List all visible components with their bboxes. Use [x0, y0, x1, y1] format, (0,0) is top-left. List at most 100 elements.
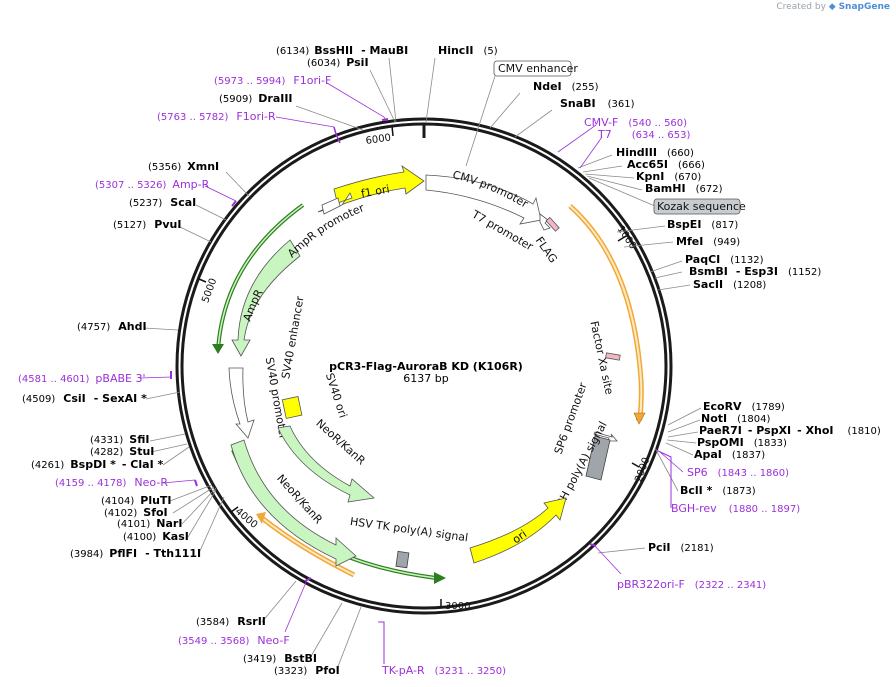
kozak-leader	[588, 177, 656, 207]
orange-cds-arrowhead	[633, 412, 646, 425]
enzyme-bspdi: (4261)BspDI *- ClaI *	[31, 458, 163, 471]
ampr-promoter-body	[321, 197, 341, 215]
enzyme-sacii: SacII(1208)	[693, 278, 766, 291]
enzyme-mfei: MfeI(949)	[676, 235, 740, 248]
enzyme-ahdi: (4757)AhdI	[77, 320, 147, 333]
enzyme-hincii: HincII(5)	[438, 44, 498, 57]
enzyme-sfii: (4331)SfiI	[90, 433, 149, 446]
sv40-enhancer-label: SV40 enhancer	[279, 295, 306, 380]
enzyme-sfoi: (4102)SfoI	[104, 506, 168, 519]
neor-inner-arrow	[277, 425, 375, 503]
boxed-labels: CMV enhancer Kozak sequence	[465, 60, 746, 215]
primer-bgh-rev: BGH-rev(1880 .. 1897)	[671, 502, 800, 515]
enzyme-noti: NotI(1804)	[701, 412, 770, 425]
enzyme-kasi: (4100)KasI	[123, 530, 189, 543]
neor-inner-label: NeoR/KanR	[313, 417, 368, 468]
enzyme-pspomi: PspOMI(1833)	[697, 436, 787, 449]
sv40-promoter-arrow	[228, 367, 255, 439]
enzyme-pluti: (4104)PluTI	[101, 494, 172, 507]
primer-labels: (5973 .. 5994)F1ori-F (5763 .. 5782)F1or…	[18, 74, 800, 677]
enzyme-nari: (4101)NarI	[117, 517, 182, 530]
cmv-enhancer-box	[493, 60, 572, 77]
enzyme-bsshii: (6134)BssHII- MauBI	[276, 44, 408, 57]
enzyme-bcli: BclI *(1873)	[680, 484, 756, 497]
enzyme-pflfi: (3984)PflFI- Tth111I	[70, 547, 201, 560]
backbone	[175, 117, 673, 615]
tk-pa-r-mark	[378, 621, 385, 664]
primer-cmv-f: CMV-F(540 .. 560)	[584, 116, 687, 129]
enzyme-ecorv: EcoRV(1789)	[703, 400, 785, 413]
map-size: 6137 bp	[403, 372, 448, 385]
tick-mark-5000	[198, 278, 207, 283]
sp6-promoter-arrow	[593, 431, 618, 442]
enzyme-kpni: KpnI(670)	[636, 170, 701, 183]
cmv-enhancer-leader	[465, 75, 496, 167]
bgh-rev-mark	[655, 449, 672, 508]
bgh-polya-box	[585, 435, 611, 481]
cmv-promoter-arrow	[425, 174, 542, 225]
enzyme-psii: (6034)PsiI	[307, 56, 369, 69]
flag-label: FLAG	[533, 234, 560, 265]
primer-amp-r: (5307 .. 5326)Amp-R	[95, 178, 210, 191]
factor-xa-box	[605, 352, 621, 361]
enzyme-labels: (6134)BssHII- MauBI (6034)PsiI HincII(5)…	[22, 44, 881, 677]
orange-left-arrowhead	[256, 512, 266, 524]
primer-tk-pa-r: TK-pA-R(3231 .. 3250)	[381, 664, 506, 677]
snapgene-logo-icon: ◆	[828, 2, 836, 12]
hsv-tk-polya-box	[395, 550, 410, 569]
dark-green-left-arrow-core	[217, 204, 304, 351]
enzyme-pvui: (5127)PvuI	[113, 218, 181, 231]
f1-ori-label: f1 ori	[360, 183, 391, 201]
primer-t7: T7(634 .. 653)	[597, 128, 691, 141]
primer-neo-r: (4159 .. 4178)Neo-R	[55, 476, 168, 489]
map-title-group: pCR3-Flag-AuroraB KD (K106R) 6137 bp	[329, 360, 523, 385]
cmv-enhancer-label: CMV enhancer	[498, 62, 578, 75]
enzyme-bamhi: BamHI(672)	[645, 182, 723, 195]
enzyme-xmni: (5356)XmnI	[148, 160, 219, 173]
kozak-box	[653, 198, 741, 215]
kozak-label: Kozak sequence	[657, 200, 746, 213]
neo-f-mark	[304, 577, 312, 582]
neor-outer-arrow	[230, 439, 357, 567]
orange-left-arrow-core	[261, 517, 355, 576]
tick-mark-2000	[631, 462, 640, 468]
enzyme-acc65i: Acc65I(666)	[627, 158, 705, 171]
tick-mark-1000	[617, 235, 627, 242]
snapgene-credit: Created by ◆ SnapGene	[776, 2, 890, 12]
enzyme-stui: (4282)StuI	[90, 445, 154, 458]
enzyme-bstbi: (3419)BstBI	[243, 652, 317, 665]
enzyme-rsrii: (3584)RsrII	[196, 615, 266, 628]
enzyme-hindiii: HindIII(660)	[616, 146, 694, 159]
tick-mark-4000	[230, 506, 239, 513]
pbr322-mark	[589, 543, 597, 547]
enzyme-draiii: (5909)DraIII	[219, 92, 293, 105]
enzyme-paer7i: PaeR7I- PspXI- XhoI(1810)	[699, 424, 881, 437]
enzyme-scai: (5237)ScaI	[129, 196, 196, 209]
enzyme-ndei: NdeI(255)	[533, 80, 599, 93]
enzyme-paqci: PaqCI(1132)	[685, 253, 764, 266]
enzyme-bsmbi: BsmBI- Esp3I(1152)	[689, 265, 821, 278]
enzyme-pfoi: (3323)PfoI	[274, 664, 340, 677]
orange-cds-arrow-core	[569, 205, 643, 419]
f1ori-r-mark	[333, 126, 341, 144]
tick-label-3000: 3000	[445, 601, 470, 612]
dark-green-left-arrowhead	[212, 344, 224, 354]
amp-r-mark	[231, 200, 237, 207]
enzyme-bspei: BspEI(817)	[667, 218, 738, 231]
backbone-outer	[175, 117, 673, 615]
primer-sp6: SP6(1843 .. 1860)	[687, 466, 789, 479]
primer-leaders	[139, 82, 684, 664]
enzyme-csii: (4509)CsiI- SexAI *	[22, 392, 147, 405]
credit-prefix: Created by	[776, 2, 826, 12]
enzyme-leaders	[143, 57, 702, 670]
tick-label-6000: 6000	[365, 132, 392, 146]
credit-brand: SnapGene	[838, 2, 890, 12]
enzyme-pcii: PciI(2181)	[648, 541, 714, 554]
primer-f1ori-r: (5763 .. 5782)F1ori-R	[157, 110, 276, 123]
tick-mark-6000	[391, 125, 394, 137]
ori-arrow	[469, 497, 567, 564]
primer-neo-f: (3549 .. 3568)Neo-F	[178, 634, 290, 647]
flag-box	[545, 216, 560, 232]
hsv-tk-label: HSV TK poly(A) signal	[349, 515, 469, 544]
